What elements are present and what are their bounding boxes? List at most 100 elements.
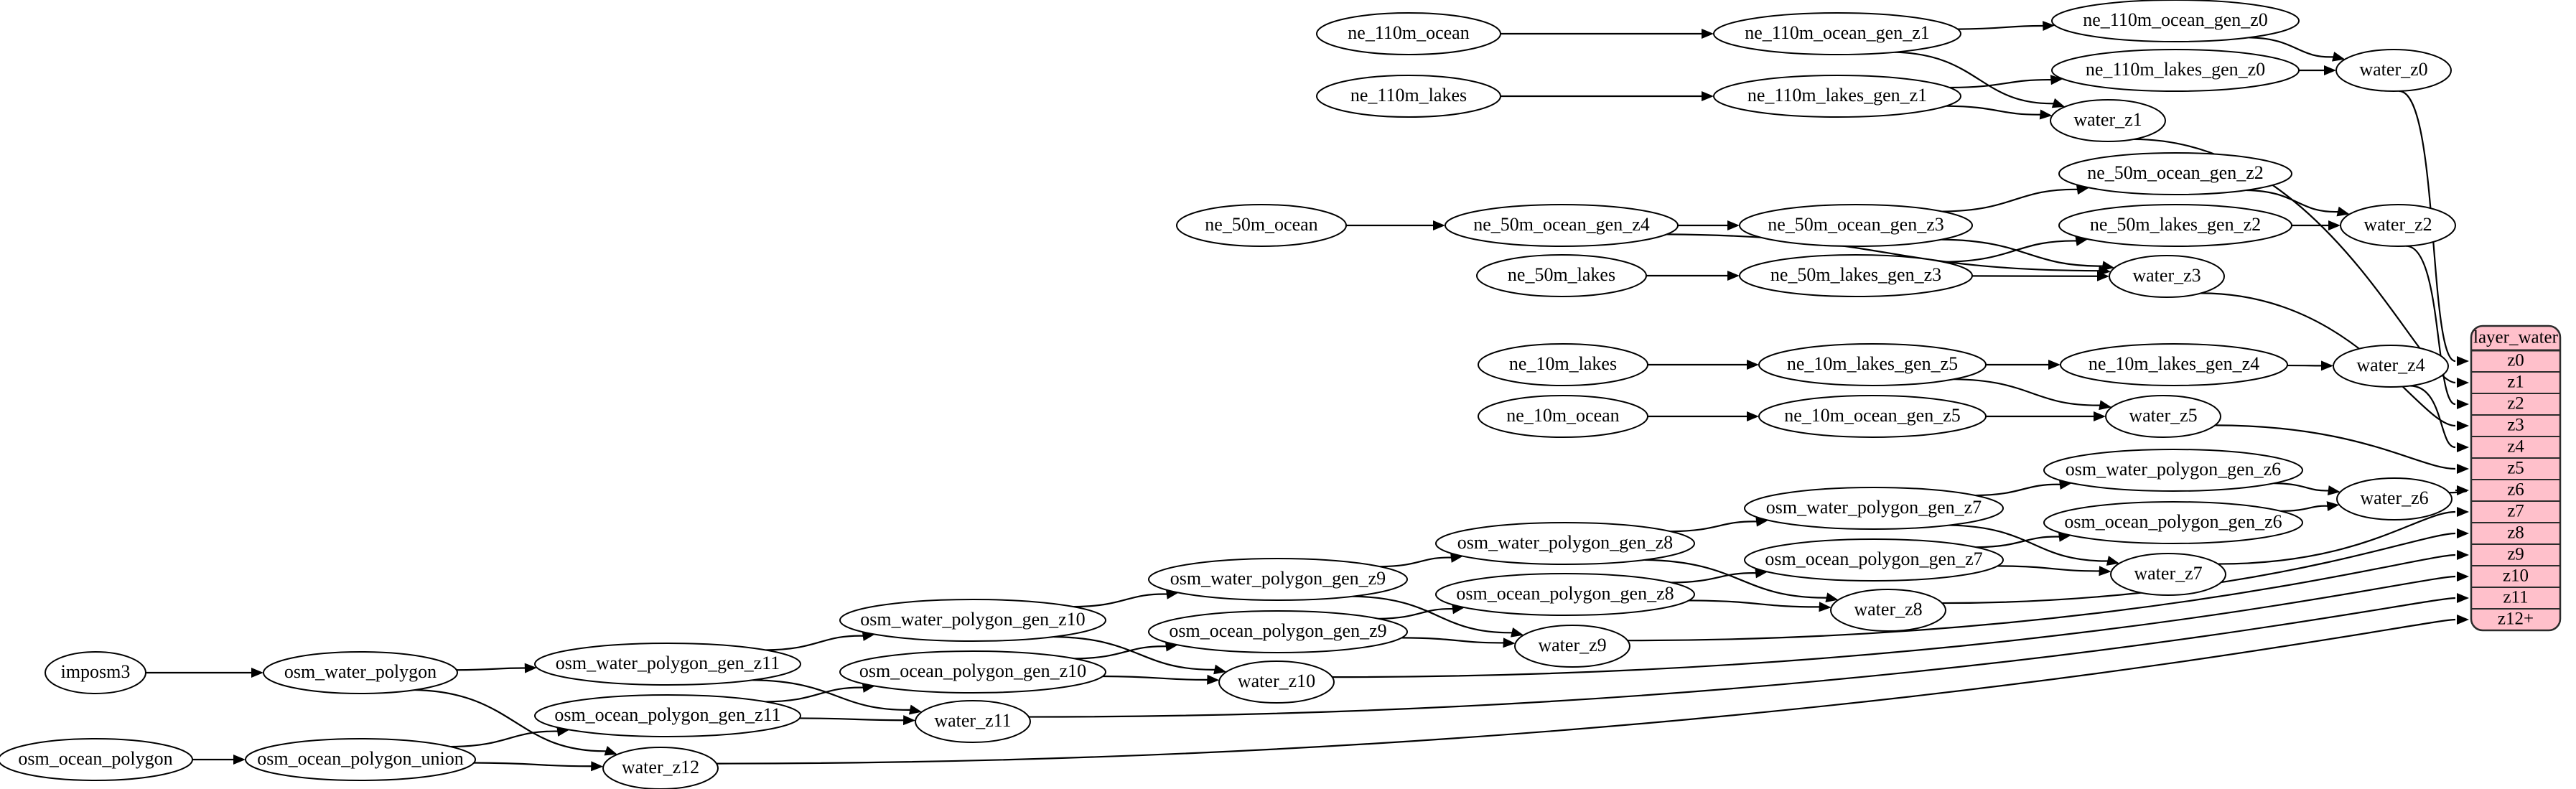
node-ne_50m_ocean_gen_z4[interactable]: ne_50m_ocean_gen_z4 xyxy=(1445,204,1679,247)
node-label: osm_ocean_polygon_gen_z9 xyxy=(1169,620,1386,641)
node-osm_ocean_polygon_gen_z8[interactable]: osm_ocean_polygon_gen_z8 xyxy=(1435,573,1695,616)
edge-arrowhead xyxy=(1747,411,1759,421)
node-ne_50m_ocean[interactable]: ne_50m_ocean xyxy=(1176,204,1347,247)
legend-row-z4[interactable]: z4 xyxy=(2507,437,2524,457)
node-shape xyxy=(534,694,801,737)
node-osm_ocean_polygon_gen_z10[interactable]: osm_ocean_polygon_gen_z10 xyxy=(839,650,1106,694)
legend-row-z10[interactable]: z10 xyxy=(2503,566,2529,586)
edge-arrowhead xyxy=(1755,568,1768,579)
legend-row-z12+[interactable]: z12+ xyxy=(2498,610,2534,629)
legend-container xyxy=(2470,325,2562,632)
node-osm_ocean_polygon_union[interactable]: osm_ocean_polygon_union xyxy=(245,738,476,781)
node-water_z10[interactable]: water_z10 xyxy=(1218,660,1335,704)
node-ne_50m_lakes_gen_z3[interactable]: ne_50m_lakes_gen_z3 xyxy=(1739,254,1973,297)
node-shape xyxy=(602,747,719,789)
node-osm_water_polygon_gen_z9[interactable]: osm_water_polygon_gen_z9 xyxy=(1148,558,1408,601)
node-imposm3[interactable]: imposm3 xyxy=(45,651,146,694)
node-osm_water_polygon_gen_z6[interactable]: osm_water_polygon_gen_z6 xyxy=(2043,449,2303,492)
legend-row-z3[interactable]: z3 xyxy=(2507,416,2524,435)
node-ne_110m_ocean_gen_z1[interactable]: ne_110m_ocean_gen_z1 xyxy=(1713,12,1961,55)
edge-arrowhead xyxy=(2457,464,2469,474)
legend-row-z11[interactable]: z11 xyxy=(2503,588,2528,607)
node-label: water_z11 xyxy=(934,710,1011,731)
node-osm_water_polygon_gen_z7[interactable]: osm_water_polygon_gen_z7 xyxy=(1744,487,2004,530)
node-shape xyxy=(1478,343,1648,386)
node-label: water_z10 xyxy=(1238,671,1315,691)
node-label: water_z8 xyxy=(1854,599,1922,620)
edge-ne_110m_lakes_gen_z1-to-water_z1 xyxy=(1946,105,2042,116)
edge-osm_water_polygon_gen_z6-to-water_z6 xyxy=(2274,482,2330,492)
node-shape xyxy=(1713,75,1961,118)
legend-row-z9[interactable]: z9 xyxy=(2507,545,2524,564)
node-shape xyxy=(915,700,1031,743)
edge-arrowhead xyxy=(1825,592,1839,603)
edge-arrowhead xyxy=(1727,271,1740,281)
edge-arrowhead xyxy=(2336,206,2350,217)
node-ne_110m_lakes[interactable]: ne_110m_lakes xyxy=(1316,75,1501,118)
edge-osm_water_polygon_gen_z7-to-osm_water_polygon_gen_z6 xyxy=(1975,483,2061,497)
node-ne_10m_ocean_gen_z5[interactable]: ne_10m_ocean_gen_z5 xyxy=(1758,395,1987,438)
node-ne_110m_lakes_gen_z1[interactable]: ne_110m_lakes_gen_z1 xyxy=(1713,75,1961,118)
edge-arrowhead xyxy=(902,715,916,726)
edge-osm_water_polygon-to-osm_water_polygon_gen_z11 xyxy=(456,667,526,671)
node-ne_110m_lakes_gen_z0[interactable]: ne_110m_lakes_gen_z0 xyxy=(2051,49,2300,92)
legend-row-z6[interactable]: z6 xyxy=(2507,480,2524,500)
node-label: ne_110m_lakes_gen_z0 xyxy=(2086,59,2265,80)
node-ne_10m_lakes[interactable]: ne_10m_lakes xyxy=(1478,343,1648,386)
node-ne_50m_lakes[interactable]: ne_50m_lakes xyxy=(1476,254,1647,297)
node-ne_50m_ocean_gen_z2[interactable]: ne_50m_ocean_gen_z2 xyxy=(2058,152,2292,195)
node-shape xyxy=(1176,204,1347,247)
legend-row-z2[interactable]: z2 xyxy=(2507,394,2524,414)
node-water_z4[interactable]: water_z4 xyxy=(2333,345,2449,388)
node-water_z1[interactable]: water_z1 xyxy=(2050,99,2166,142)
node-osm_ocean_polygon_gen_z6[interactable]: osm_ocean_polygon_gen_z6 xyxy=(2043,501,2303,544)
node-label: ne_110m_lakes xyxy=(1350,85,1467,106)
edge-osm_ocean_polygon_gen_z9-to-water_z9 xyxy=(1401,637,1505,644)
node-water_z0[interactable]: water_z0 xyxy=(2335,49,2452,92)
node-water_z9[interactable]: water_z9 xyxy=(1514,625,1630,668)
edge-ne_110m_ocean_gen_z1-to-water_z1 xyxy=(1894,51,2055,105)
node-water_z12[interactable]: water_z12 xyxy=(602,747,719,789)
node-osm_ocean_polygon[interactable]: osm_ocean_polygon xyxy=(0,738,193,781)
legend-row-z8[interactable]: z8 xyxy=(2507,523,2524,543)
node-label: osm_ocean_polygon_gen_z10 xyxy=(859,660,1086,681)
node-shape xyxy=(263,651,458,694)
node-shape xyxy=(2340,204,2456,247)
edge-water_z10-to-legend-z10 xyxy=(1332,575,2456,678)
node-label: osm_ocean_polygon_gen_z6 xyxy=(2064,511,2282,532)
node-ne_110m_ocean_gen_z0[interactable]: ne_110m_ocean_gen_z0 xyxy=(2051,0,2300,42)
legend-table[interactable]: layer_waterz0z1z2z3z4z5z6z7z8z9z10z11z12… xyxy=(2470,325,2562,632)
edge-arrowhead xyxy=(1727,220,1740,230)
node-ne_10m_ocean[interactable]: ne_10m_ocean xyxy=(1478,395,1648,438)
node-osm_ocean_polygon_gen_z11[interactable]: osm_ocean_polygon_gen_z11 xyxy=(534,694,801,737)
edge-arrowhead xyxy=(2457,615,2469,625)
node-shape xyxy=(1758,395,1987,438)
edge-arrowhead xyxy=(2106,556,2119,566)
node-water_z3[interactable]: water_z3 xyxy=(2109,255,2225,298)
legend-row-z5[interactable]: z5 xyxy=(2507,459,2524,478)
node-osm_water_polygon_gen_z10[interactable]: osm_water_polygon_gen_z10 xyxy=(839,599,1106,642)
node-osm_water_polygon_gen_z8[interactable]: osm_water_polygon_gen_z8 xyxy=(1435,522,1695,565)
node-osm_water_polygon[interactable]: osm_water_polygon xyxy=(263,651,458,694)
node-osm_ocean_polygon_gen_z9[interactable]: osm_ocean_polygon_gen_z9 xyxy=(1148,610,1408,653)
node-ne_10m_lakes_gen_z4[interactable]: ne_10m_lakes_gen_z4 xyxy=(2060,343,2288,386)
legend-row-z7[interactable]: z7 xyxy=(2507,502,2524,521)
node-water_z7[interactable]: water_z7 xyxy=(2110,553,2226,596)
node-water_z11[interactable]: water_z11 xyxy=(915,700,1031,743)
node-osm_water_polygon_gen_z11[interactable]: osm_water_polygon_gen_z11 xyxy=(534,643,801,686)
edge-osm_water_polygon_gen_z7-to-water_z7 xyxy=(1949,524,2109,562)
edge-arrowhead xyxy=(1511,627,1524,638)
legend-row-z1[interactable]: z1 xyxy=(2507,373,2524,392)
edge-arrowhead xyxy=(1452,604,1465,615)
node-water_z6[interactable]: water_z6 xyxy=(2336,477,2453,520)
node-water_z2[interactable]: water_z2 xyxy=(2340,204,2456,247)
node-water_z5[interactable]: water_z5 xyxy=(2105,395,2221,438)
node-water_z8[interactable]: water_z8 xyxy=(1830,589,1946,632)
node-osm_ocean_polygon_gen_z7[interactable]: osm_ocean_polygon_gen_z7 xyxy=(1744,538,2004,582)
node-ne_50m_ocean_gen_z3[interactable]: ne_50m_ocean_gen_z3 xyxy=(1739,204,1973,247)
node-ne_10m_lakes_gen_z5[interactable]: ne_10m_lakes_gen_z5 xyxy=(1758,343,1987,386)
edge-ne_50m_ocean_gen_z3-to-ne_50m_ocean_gen_z2 xyxy=(1942,188,2079,213)
node-ne_50m_lakes_gen_z2[interactable]: ne_50m_lakes_gen_z2 xyxy=(2058,204,2292,247)
node-ne_110m_ocean[interactable]: ne_110m_ocean xyxy=(1316,12,1501,55)
legend-row-z0[interactable]: z0 xyxy=(2507,351,2524,370)
